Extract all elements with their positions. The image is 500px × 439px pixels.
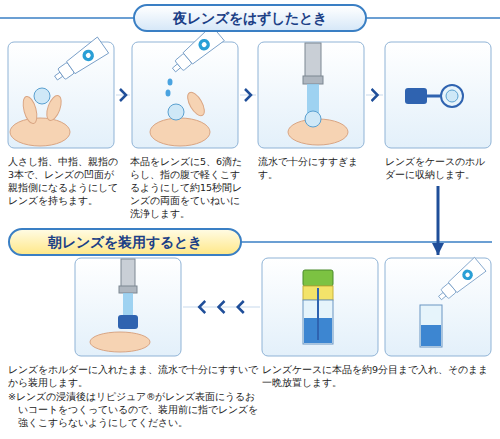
contact-lens (34, 88, 50, 104)
faucet (303, 43, 323, 116)
contact-lens (446, 90, 458, 102)
caption-block: レンズケースに本品を約9分目まで入れ、そのまま一晩放置します。 (262, 363, 491, 389)
solution (421, 325, 441, 346)
step-panel: レンズケースに本品を約9分目まで入れ、そのまま一晩放置します。 (262, 258, 491, 356)
picture-panel (262, 258, 378, 356)
holder-base (118, 315, 138, 329)
caption-block: 人さし指、中指、親指の3本で、レンズの凹面が親指側になるようにしてレンズを持ちま… (8, 155, 122, 207)
caption-block: 本品をレンズに5、6滴たらし、指の腹で軽くこするようにして約15秒間レンズの両面… (130, 155, 248, 220)
step-caption: 人さし指、中指、親指の3本で、レンズの凹面が親指側になるようにしてレンズを持ちま… (8, 155, 122, 207)
hand-with-lens (288, 111, 348, 145)
heading-rule (230, 241, 492, 243)
section-heading: 夜レンズをはずしたとき (173, 10, 327, 27)
picture-panel (75, 258, 181, 356)
caption-block: レンズをホルダーに入れたまま、流水で十分にすすいでから装用します。※レンズの浸漬… (8, 363, 258, 429)
hand-with-lens (150, 90, 210, 146)
lens-case-open (420, 305, 442, 347)
palm (10, 118, 70, 146)
picture-panel (385, 42, 491, 148)
faucet-pipe (121, 259, 135, 287)
step-panel: 本品をレンズに5、6滴たらし、指の腹で軽くこするようにして約15秒間レンズの両面… (132, 42, 238, 148)
chevron-connector (240, 95, 256, 96)
section-heading-pill: 朝レンズを装用するとき (8, 228, 242, 256)
step-panel: レンズをホルダーに入れたまま、流水で十分にすすいでから装用します。※レンズの浸漬… (75, 258, 181, 356)
lens-holder (405, 85, 463, 107)
bottle-symbol (50, 37, 108, 86)
step-caption: 流水で十分にすすぎます。 (258, 155, 372, 181)
step-panel: 人さし指、中指、親指の3本で、レンズの凹面が親指側になるようにしてレンズを持ちま… (8, 42, 114, 148)
hand-with-holder (90, 315, 150, 352)
palm (90, 332, 150, 352)
picture-panel (385, 258, 491, 356)
holder-cage (441, 85, 463, 107)
lens-case-filled (303, 270, 333, 344)
bottle-symbol (168, 26, 225, 78)
step-caption: レンズをホルダーに入れたまま、流水で十分にすすいでから装用します。 (8, 363, 258, 389)
faucet-nozzle (119, 286, 137, 293)
section-heading: 朝レンズを装用するとき (48, 234, 202, 251)
step-panel: レンズをケースのホルダーに収納します。 (385, 42, 491, 148)
contact-lens (168, 104, 184, 120)
caption-block: レンズをケースのホルダーに収納します。 (385, 155, 493, 181)
case-cap (303, 270, 333, 286)
drop (168, 79, 173, 86)
holder-stem (427, 95, 440, 98)
drop (166, 90, 171, 97)
holder-base (405, 88, 427, 104)
chevron-connector (183, 307, 260, 308)
faucet (119, 259, 137, 315)
note-text: ※レンズの浸漬後はリピジュア®がレンズ表面にうるおいコートをつくっているので、装… (8, 390, 258, 429)
contact-lens (305, 111, 321, 127)
finger (184, 90, 207, 119)
section-heading-pill: 夜レンズをはずしたとき (133, 4, 367, 32)
picture-panel (258, 42, 364, 148)
step-caption: レンズをケースのホルダーに収納します。 (385, 155, 493, 181)
chevron-connector (116, 95, 130, 96)
faucet-pipe (305, 43, 321, 77)
step-caption: レンズケースに本品を約9分目まで入れ、そのまま一晩放置します。 (262, 363, 491, 389)
water-stream (123, 293, 133, 315)
hand-with-lens (10, 88, 70, 146)
step-caption: 本品をレンズに5、6滴たらし、指の腹で軽くこするようにして約15秒間レンズの両面… (130, 155, 248, 220)
palm (150, 118, 210, 146)
step-panel: 流水で十分にすすぎます。 (258, 42, 364, 148)
chevron-connector (366, 95, 383, 96)
case-body (420, 305, 442, 347)
bottle-symbol (434, 257, 486, 305)
holder-stem (317, 288, 319, 340)
caption-block: 流水で十分にすすぎます。 (258, 155, 372, 181)
flow-arrow (437, 186, 440, 255)
faucet-nozzle (303, 76, 323, 84)
